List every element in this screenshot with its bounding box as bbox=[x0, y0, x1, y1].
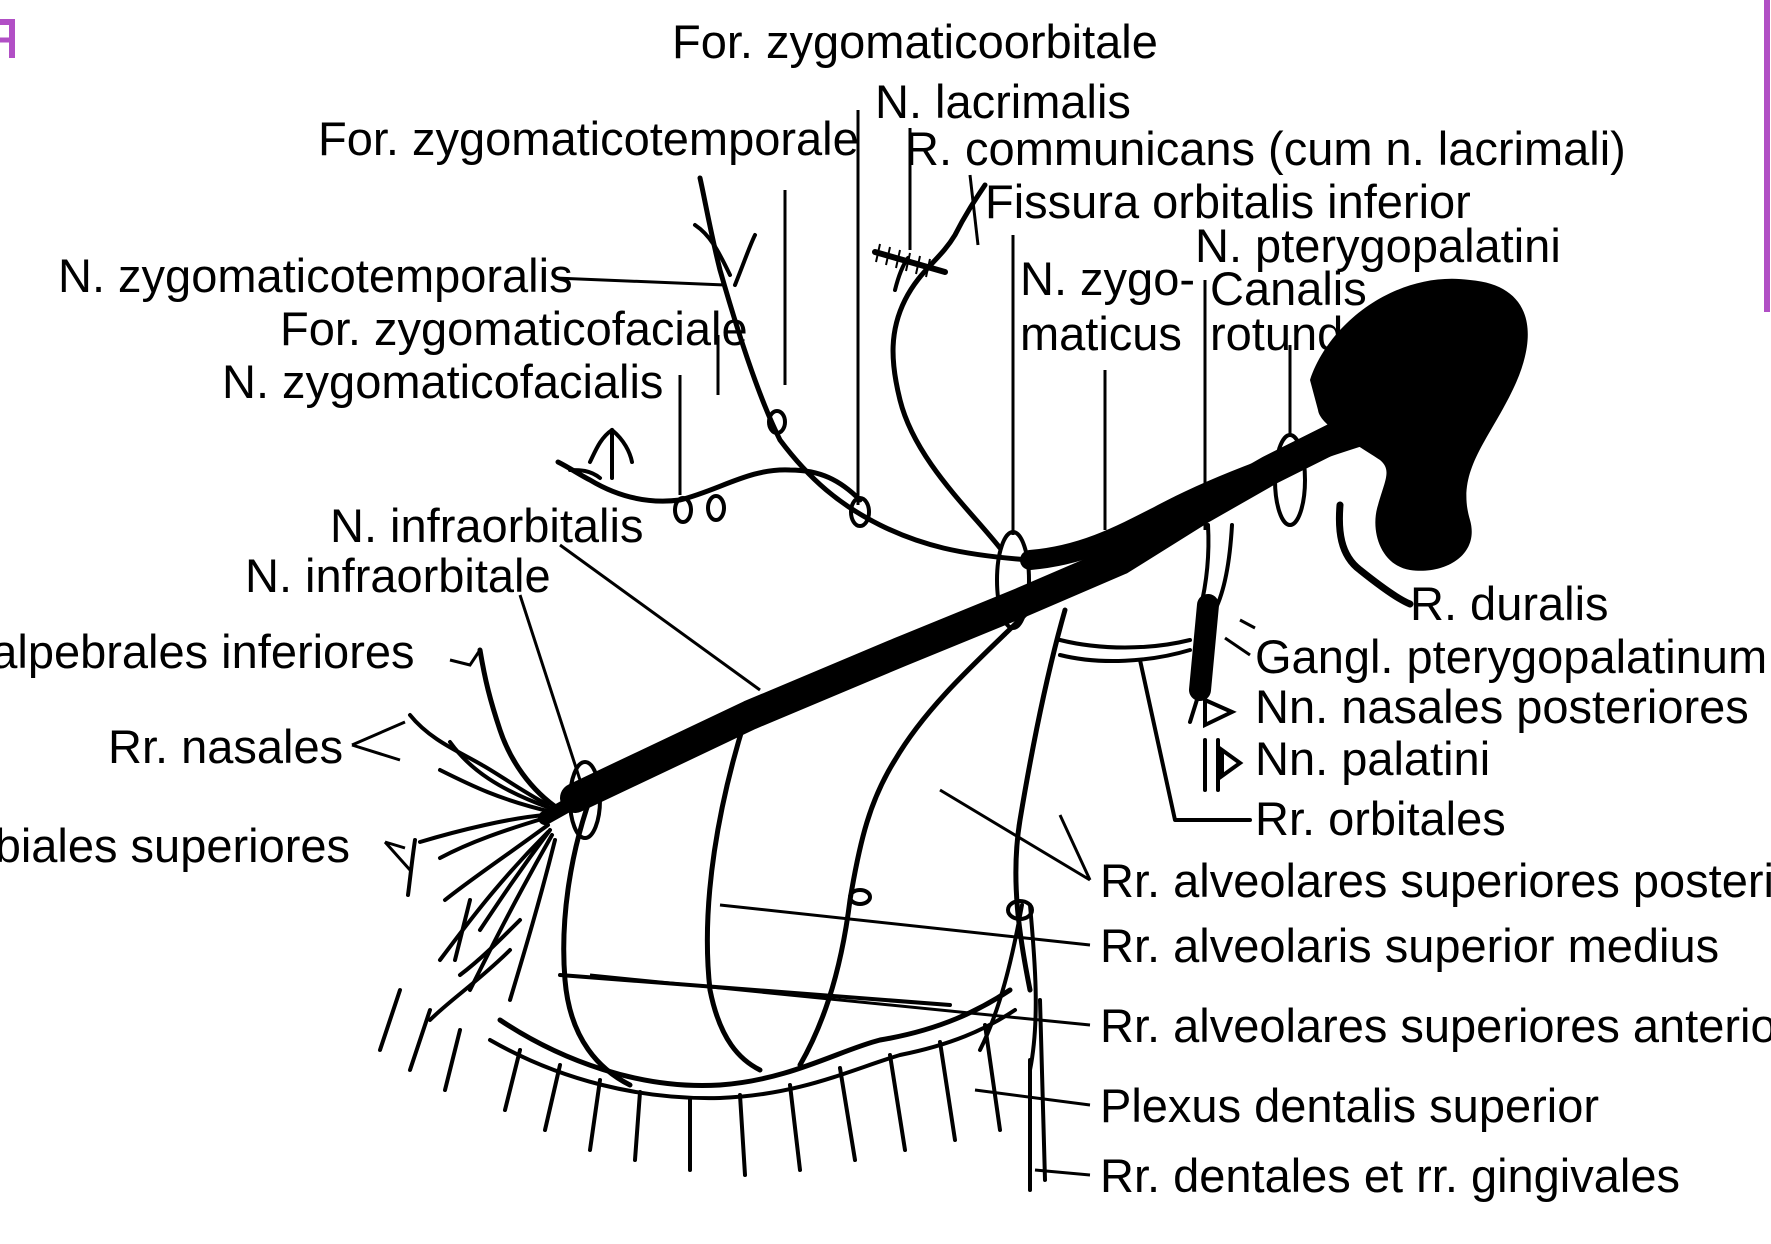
label-n-zygomaticus-line2: maticus bbox=[1020, 307, 1182, 360]
label-n-zygomaticus-line1: N. zygo- bbox=[1020, 252, 1195, 305]
alveolar-branches bbox=[380, 600, 1065, 1190]
label-for-zygomaticofaciale: For. zygomaticofaciale bbox=[280, 302, 748, 355]
label-rr-nasales: Rr. nasales bbox=[108, 720, 343, 773]
label-rr-alveolaris-superior-medius: Rr. alveolaris superior medius bbox=[1100, 919, 1719, 972]
label-rr-labiales-superiores: Rr. labiales superiores bbox=[0, 819, 350, 872]
label-rr-palpebrales-inferiores: Rr. palpebrales inferiores bbox=[0, 625, 415, 678]
label-n-zygomaticofacialis: N. zygomaticofacialis bbox=[222, 355, 663, 408]
label-r-communicans: R. communicans (cum n. lacrimali) bbox=[905, 122, 1626, 175]
label-n-zygomaticotemporalis: N. zygomaticotemporalis bbox=[58, 249, 573, 302]
label-n-infraorbitalis: N. infraorbitalis bbox=[330, 499, 643, 552]
label-rr-dentales-et-gingivales: Rr. dentales et rr. gingivales bbox=[1100, 1149, 1680, 1202]
label-r-duralis: R. duralis bbox=[1410, 577, 1609, 630]
label-n-lacrimalis: N. lacrimalis bbox=[875, 75, 1131, 128]
label-canalis-line2: rotundus bbox=[1210, 307, 1393, 360]
label-n-infraorbitale: N. infraorbitale bbox=[245, 549, 551, 602]
labels: For. zygomaticoorbitale N. lacrimalis Fo… bbox=[0, 15, 1771, 1202]
label-rr-alveolares-superiores-posteriores: Rr. alveolares superiores posteriores bbox=[1100, 854, 1771, 907]
label-nn-palatini: Nn. palatini bbox=[1255, 732, 1490, 785]
label-for-zygomaticotemporale: For. zygomaticotemporale bbox=[318, 112, 859, 165]
label-nn-nasales-posteriores: Nn. nasales posteriores bbox=[1255, 680, 1749, 733]
label-for-zygomaticoorbitale: For. zygomaticoorbitale bbox=[672, 15, 1158, 68]
label-gangl-pterygopalatinum: Gangl. pterygopalatinum bbox=[1255, 630, 1767, 683]
label-rr-orbitales: Rr. orbitales bbox=[1255, 792, 1506, 845]
infraorbital-terminal-branches bbox=[408, 650, 560, 1020]
label-plexus-dentalis-superior: Plexus dentalis superior bbox=[1100, 1079, 1599, 1132]
label-rr-alveolares-superiores-anteriores: Rr. alveolares superiores anteriores bbox=[1100, 999, 1771, 1052]
